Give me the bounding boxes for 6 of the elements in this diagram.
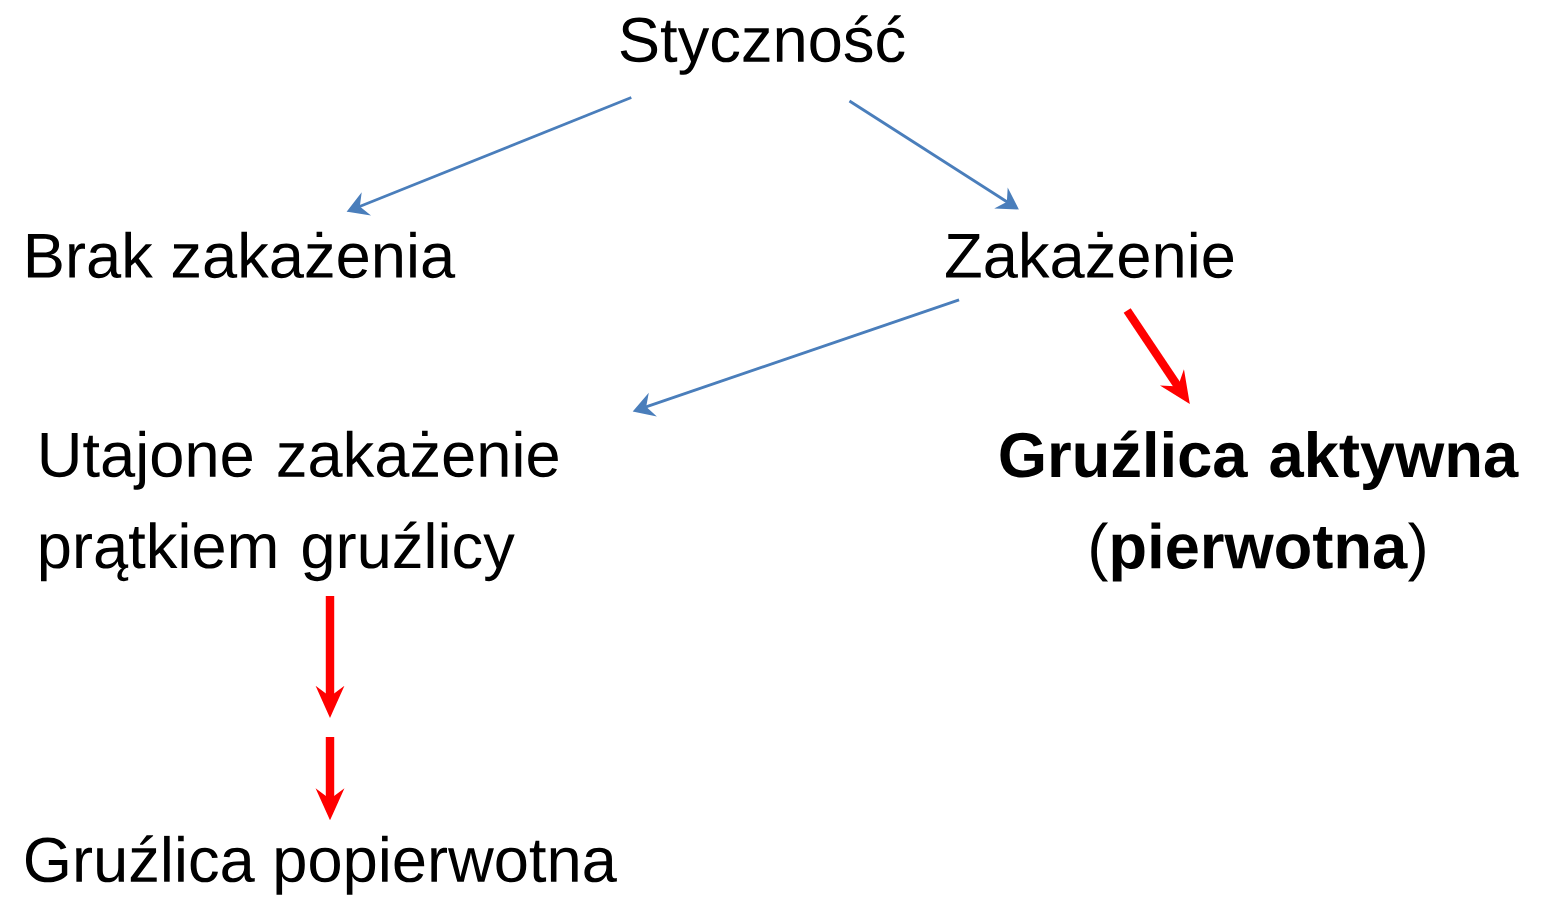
label-text: Utajone zakażenie prątkiem gruźlicy: [40, 430, 558, 582]
label-text: Brak zakażenia: [27, 231, 456, 279]
label-text: Gruźlica aktywna (pierwotna): [1000, 430, 1519, 582]
label-text: Zakażenie: [946, 231, 1234, 279]
label-text: Styczność: [620, 15, 905, 75]
label-text: Gruźlica popierwotna: [25, 835, 617, 895]
